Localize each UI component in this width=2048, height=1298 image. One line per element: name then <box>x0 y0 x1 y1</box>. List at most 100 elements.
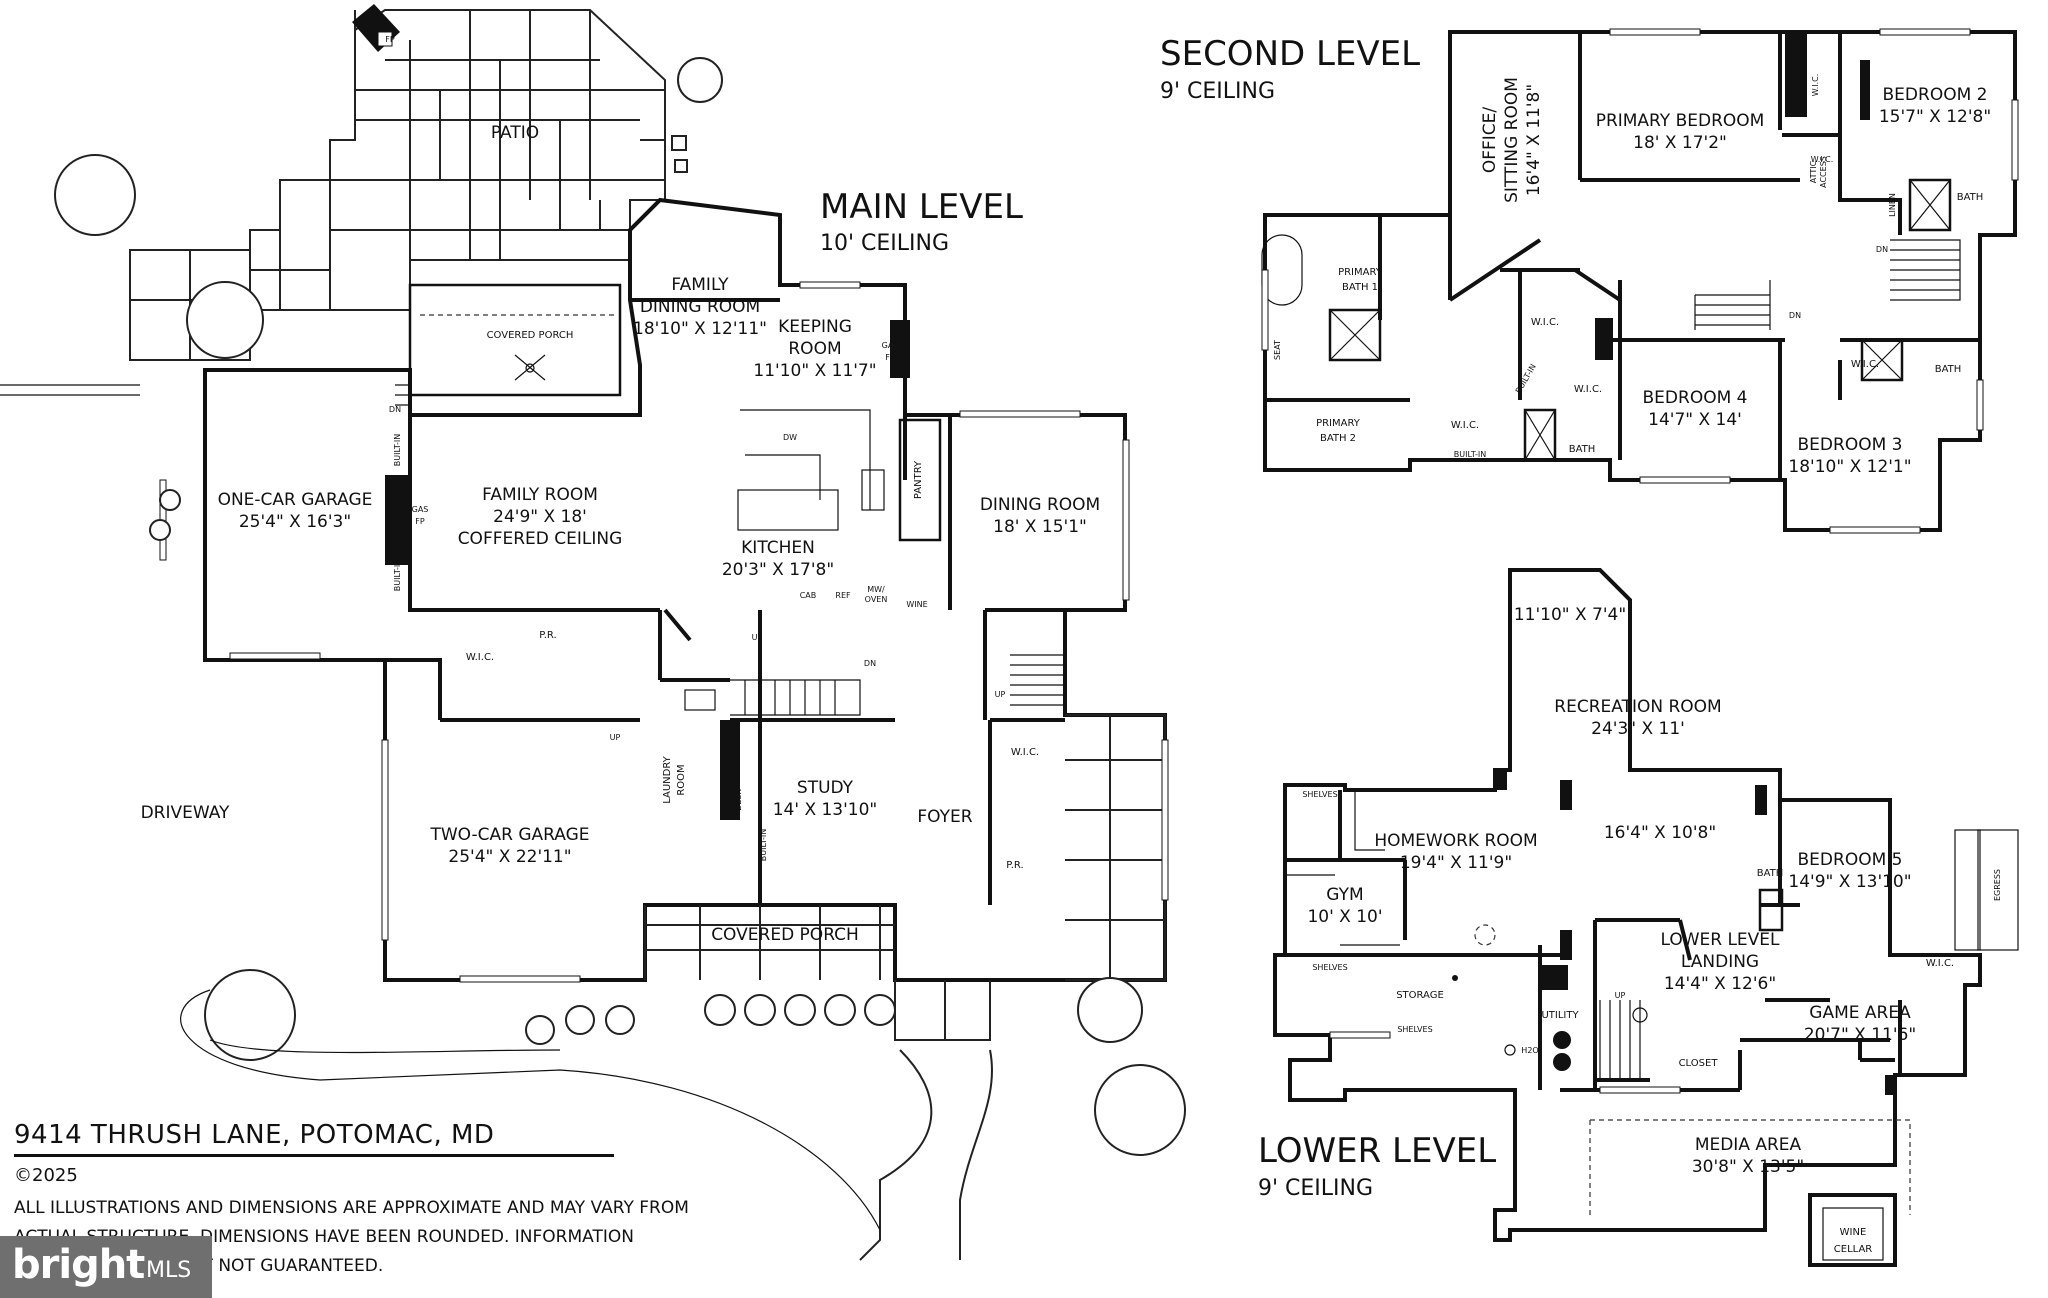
family-room-label: FAMILY ROOM <box>482 485 598 505</box>
dining-room-label: DINING ROOM <box>980 495 1100 515</box>
up-label-stair: UP <box>752 633 763 642</box>
fp-small-label: FP <box>385 35 395 44</box>
landing-label: LOWER LEVEL <box>1660 930 1780 950</box>
keeping-gas-fp-label: GAS <box>882 341 899 350</box>
main-pr-label: P.R. <box>539 630 556 641</box>
office-label-2: SITTING ROOM <box>1502 77 1522 203</box>
mw-oven-label-2: OVEN <box>865 595 888 604</box>
windows-lower <box>1329 1031 1681 1094</box>
bath-label-bed3: BATH <box>1935 364 1962 375</box>
office-dim: 16'4" X 11'8" <box>1524 84 1544 196</box>
bedroom-4-dim: 14'7" X 14' <box>1648 410 1742 430</box>
main-pr-2-label: P.R. <box>1006 860 1023 871</box>
family-dining-label-2: DINING ROOM <box>640 297 760 317</box>
two-car-garage-dim: 25'4" X 22'11" <box>448 847 571 867</box>
primary-bath-1-label: PRIMARY <box>1338 267 1383 278</box>
primary-bath-1-label-2: BATH 1 <box>1342 282 1378 293</box>
family-room-dim: 24'9" X 18' <box>493 507 587 527</box>
bath-label-bed4: BATH <box>1569 444 1596 455</box>
lower-level: LOWER LEVEL 9' CEILING 11'10" X 7'4" REC… <box>1258 568 2019 1267</box>
second-dn-label-2: DN <box>1876 245 1888 254</box>
bedroom-5-label: BEDROOM 5 <box>1798 850 1903 870</box>
desk-label: DESK <box>734 788 743 810</box>
footer: 9414 THRUSH LANE, POTOMAC, MD ©2025 ALL … <box>14 1120 689 1281</box>
landing-dim: 14'4" X 12'6" <box>1664 974 1776 994</box>
second-dn-label: DN <box>1789 311 1801 320</box>
two-car-garage-label: TWO-CAR GARAGE <box>429 825 589 845</box>
driveway-label: DRIVEWAY <box>141 803 230 823</box>
recreation-room-label: RECREATION ROOM <box>1554 697 1721 717</box>
second-wic-3-label: W.I.C. <box>1531 317 1559 328</box>
foyer-label: FOYER <box>917 807 972 827</box>
one-car-garage-dim: 25'4" X 16'3" <box>239 512 351 532</box>
cab-label: CAB <box>800 591 817 600</box>
shelves-label-2: SHELVES <box>1312 963 1347 972</box>
lower-level-ceiling: 9' CEILING <box>1258 1176 1373 1201</box>
storage-label: STORAGE <box>1396 990 1444 1001</box>
built-in-label-1: BUILT-IN <box>393 434 402 466</box>
second-level-stairs <box>1694 239 1961 330</box>
second-wic-5-label: W.I.C. <box>1451 420 1479 431</box>
second-wic-6-label: W.I.C. <box>1851 359 1879 370</box>
family-dining-dim: 18'10" X 12'11" <box>633 319 767 339</box>
second-level: SECOND LEVEL 9' CEILING OFFICE/ SITTING … <box>1160 28 2019 534</box>
h2o-label: H2O <box>1521 1046 1538 1055</box>
media-area-label: MEDIA AREA <box>1695 1135 1802 1155</box>
dw-label: DW <box>783 433 797 442</box>
brand-name: bright <box>12 1242 145 1288</box>
shelves-label-1: SHELVES <box>1302 790 1337 799</box>
seat-label: SEAT <box>1273 340 1282 360</box>
primary-bath-2-label: PRIMARY <box>1316 418 1361 429</box>
keeping-room-label: KEEPING <box>778 317 852 337</box>
up-label-garage: UP <box>610 733 621 742</box>
mw-oven-label: MW/ <box>867 585 885 594</box>
second-level-heading: SECOND LEVEL <box>1160 34 1420 74</box>
dining-room-dim: 18' X 15'1" <box>993 517 1087 537</box>
attic-label-2: ACCESS <box>1819 156 1828 188</box>
property-address: 9414 THRUSH LANE, POTOMAC, MD <box>14 1120 614 1157</box>
bedroom-2-dim: 15'7" X 12'8" <box>1879 107 1991 127</box>
windows-main <box>159 281 1169 983</box>
patio-label: PATIO <box>491 123 539 143</box>
keeping-room-dim: 11'10" X 11'7" <box>753 361 876 381</box>
primary-bath-2-label-2: BATH 2 <box>1320 433 1356 444</box>
primary-bedroom-label: PRIMARY BEDROOM <box>1596 111 1765 131</box>
utility-label: UTILITY <box>1541 1010 1579 1021</box>
attic-label: ATTIC <box>1809 160 1818 183</box>
primary-bedroom-dim: 18' X 17'2" <box>1633 133 1727 153</box>
kitchen-dim: 20'3" X 17'8" <box>722 560 834 580</box>
bedroom-3-label: BEDROOM 3 <box>1798 435 1903 455</box>
dn-label-stair: DN <box>864 659 876 668</box>
landscaping <box>0 57 1186 1231</box>
center-dim: 16'4" X 10'8" <box>1604 823 1716 843</box>
study-label: STUDY <box>797 778 854 798</box>
kitchen-label: KITCHEN <box>741 538 815 558</box>
main-wic-label: W.I.C. <box>466 652 494 663</box>
second-level-ceiling: 9' CEILING <box>1160 79 1275 104</box>
egress-label: EGRESS <box>1993 869 2002 901</box>
game-area-dim: 20'7" X 11'6" <box>1804 1025 1916 1045</box>
lower-level-heading: LOWER LEVEL <box>1258 1131 1496 1171</box>
homework-room-dim: 19'4" X 11'9" <box>1400 853 1512 873</box>
bedroom-2-label: BEDROOM 2 <box>1883 85 1988 105</box>
bedroom-3-dim: 18'10" X 12'1" <box>1788 457 1911 477</box>
second-wic-4-label: W.I.C. <box>1574 384 1602 395</box>
wine-label-main: WINE <box>906 600 927 609</box>
brand-suffix: MLS <box>146 1258 192 1283</box>
main-stairs <box>395 384 1065 716</box>
gas-fp-label-2: FP <box>415 517 425 526</box>
covered-porch-rear-label: COVERED PORCH <box>487 330 574 341</box>
lower-up-label: UP <box>1615 991 1626 1000</box>
family-room-ceiling: COFFERED CEILING <box>458 529 623 549</box>
second-built-in-label: BUILT-IN <box>1454 450 1486 459</box>
up-label-foyer: UP <box>995 690 1006 699</box>
wine-cellar-label: WINE <box>1840 1227 1867 1238</box>
laundry-room-label: LAUNDRY <box>662 755 673 803</box>
windows-second <box>1261 28 2019 534</box>
office-label: OFFICE/ <box>1480 107 1500 174</box>
ref-label: REF <box>835 591 851 600</box>
copyright: ©2025 <box>14 1165 78 1186</box>
second-wic-2-label: W.I.C. <box>1811 155 1834 164</box>
dn-label-porch: DN <box>389 405 401 414</box>
